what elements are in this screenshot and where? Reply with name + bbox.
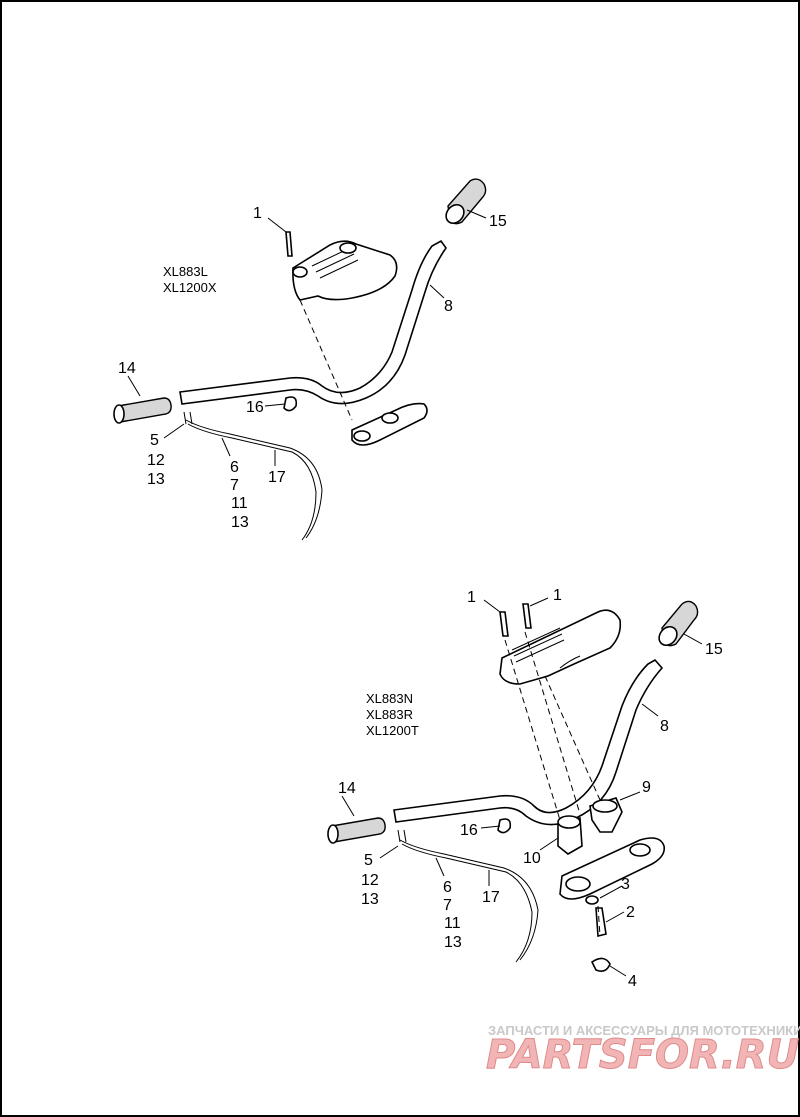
callout-label: 12 <box>361 872 379 889</box>
bolt-bottom-b <box>522 603 532 629</box>
watermark-tagline: ЗАПЧАСТИ И АКСЕССУАРЫ ДЛЯ МОТОТЕХНИКИ <box>488 1023 800 1038</box>
callout-label: 1 <box>467 589 476 606</box>
callout-label: 15 <box>489 213 507 230</box>
bolt-bottom-a <box>499 611 509 637</box>
callout-label: 13 <box>361 891 379 908</box>
callout-label: 11 <box>444 915 461 932</box>
callout-label: 7 <box>443 897 452 914</box>
riser-clamp-top <box>292 240 398 301</box>
callout-label: 3 <box>621 876 630 893</box>
top-assembly: XL883L XL1200X 1 15 8 14 16 5 12 13 6 7 … <box>113 178 507 541</box>
callout-label: 16 <box>460 822 478 839</box>
handlebar-top <box>179 239 447 405</box>
clip-bottom <box>497 818 512 834</box>
grip-right-top <box>445 178 487 225</box>
callout-label: 5 <box>364 852 373 869</box>
clip-top <box>283 396 298 412</box>
callout-label: 17 <box>482 889 500 906</box>
triple-clamp-bottom <box>559 837 666 900</box>
callout-label: 14 <box>118 360 136 377</box>
callout-label: 12 <box>147 452 165 469</box>
callout-label: 13 <box>231 514 249 531</box>
lower-clamp-top <box>351 402 428 446</box>
callout-label: 14 <box>338 780 356 797</box>
model-label: XL883L <box>163 264 208 279</box>
watermark: ЗАПЧАСТИ И АКСЕССУАРЫ ДЛЯ МОТОТЕХНИКИ PA… <box>486 1023 800 1079</box>
callout-label: 1 <box>553 587 562 604</box>
callout-label: 6 <box>443 879 452 896</box>
model-label: XL883N <box>366 691 413 706</box>
model-label: XL1200X <box>163 280 217 295</box>
callout-label: 13 <box>444 934 462 951</box>
clip-4 <box>590 957 611 972</box>
callout-label: 8 <box>660 718 669 735</box>
callout-label: 17 <box>268 469 286 486</box>
callout-label: 2 <box>626 904 635 921</box>
washer <box>585 895 599 905</box>
grip-right-bottom <box>658 600 699 647</box>
callout-label: 6 <box>230 459 239 476</box>
callout-label: 13 <box>147 471 165 488</box>
bolt-top <box>285 231 293 257</box>
model-label: XL1200T <box>366 723 419 738</box>
callout-label: 15 <box>705 641 723 658</box>
grip-left-top <box>113 397 172 424</box>
callout-label: 7 <box>230 477 239 494</box>
riser-9 <box>589 797 623 833</box>
handlebar-bottom <box>393 658 664 826</box>
wiring-harness-bottom <box>399 839 539 963</box>
callout-label: 4 <box>628 973 637 990</box>
callout-label: 1 <box>253 205 262 222</box>
callout-label: 16 <box>246 399 264 416</box>
callout-label: 5 <box>150 432 159 449</box>
grip-left-bottom <box>327 817 386 844</box>
callout-label: 8 <box>444 298 453 315</box>
bottom-assembly: XL883N XL883R XL1200T 1 1 15 8 9 14 16 1… <box>327 587 723 990</box>
top-clamp-bottom <box>499 609 622 685</box>
callout-label: 11 <box>231 495 248 512</box>
watermark-logo: PARTSFOR.RU <box>486 1032 799 1078</box>
bolt-2 <box>595 907 607 938</box>
riser-10 <box>557 815 583 855</box>
wiring-harness-top <box>185 419 323 541</box>
model-label: XL883R <box>366 707 413 722</box>
callout-label: 10 <box>523 850 541 867</box>
callout-label: 9 <box>642 779 651 796</box>
